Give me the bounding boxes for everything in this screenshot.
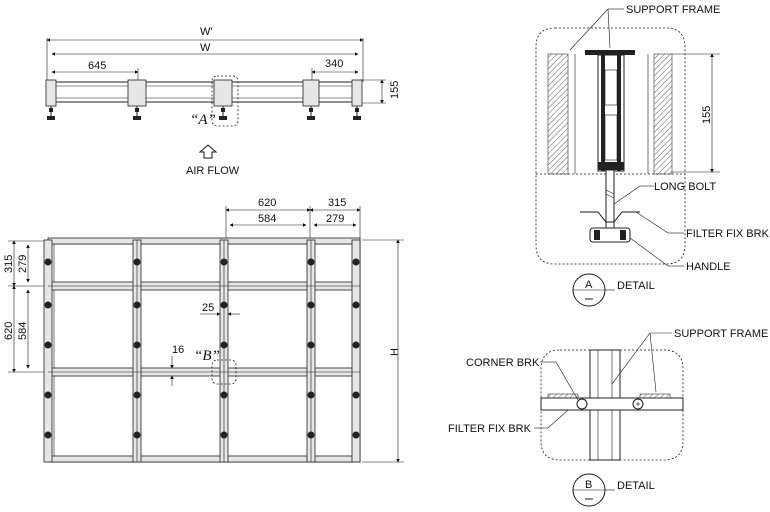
detail-a-dim-155: 155	[701, 106, 713, 124]
detail-b-letter: B	[585, 479, 592, 491]
dim-584-left-label: 584	[17, 322, 29, 340]
detail-b-title: DETAIL	[617, 480, 655, 492]
filter-fix-brk-label-a: FILTER FIX BRK	[686, 228, 770, 240]
dim-584-top-label: 584	[258, 213, 276, 225]
detail-b-support-frame-label: SUPPORT FRAME	[674, 328, 768, 340]
handle-label: HANDLE	[686, 261, 731, 273]
dim-w-prime-label: W'	[200, 26, 212, 38]
callout-b-label: “B”	[194, 348, 220, 364]
long-bolt-label: LONG BOLT	[654, 181, 716, 193]
callout-a-box	[211, 75, 239, 127]
dim-16-label: 16	[172, 344, 184, 356]
detail-a-support-frame-label: SUPPORT FRAME	[626, 4, 720, 16]
callout-b-box	[211, 359, 237, 385]
air-flow-arrow-icon	[198, 144, 218, 159]
dim-155-label: 155	[389, 81, 401, 99]
detail-a: 155 SUPPORT FRAME LONG BOLT FILTER FIX B…	[535, 4, 770, 307]
corner-brk-label: CORNER BRK	[466, 357, 540, 369]
dim-315-top-label: 315	[328, 197, 346, 209]
dim-25-label: 25	[202, 302, 214, 314]
detail-a-letter: A	[585, 279, 593, 291]
dim-279-top-label: 279	[326, 213, 344, 225]
detail-a-title: DETAIL	[617, 280, 655, 292]
dim-620-top-label: 620	[258, 197, 276, 209]
dim-620-left-label: 620	[3, 322, 15, 340]
elevation-view: W' W 645 340 155	[45, 26, 401, 177]
dim-w-label: W	[200, 42, 211, 54]
callout-a-label: “A”	[190, 112, 216, 128]
filter-fix-brk-label-b: FILTER FIX BRK	[448, 423, 532, 435]
plan-view: 620 584 315 279 315 279 620 584 H	[3, 197, 404, 463]
dim-279-left-label: 279	[17, 255, 29, 273]
detail-b: SUPPORT FRAME CORNER BRK FILTER FIX BRK …	[448, 328, 768, 507]
elevation-posts	[45, 79, 363, 120]
dim-645-label: 645	[88, 60, 106, 72]
fixing-nodes	[44, 258, 360, 439]
dim-315-left-label: 315	[3, 255, 15, 273]
dim-340-label: 340	[325, 58, 343, 70]
air-flow-label: AIR FLOW	[186, 165, 240, 177]
dim-h-label: H	[389, 348, 401, 356]
